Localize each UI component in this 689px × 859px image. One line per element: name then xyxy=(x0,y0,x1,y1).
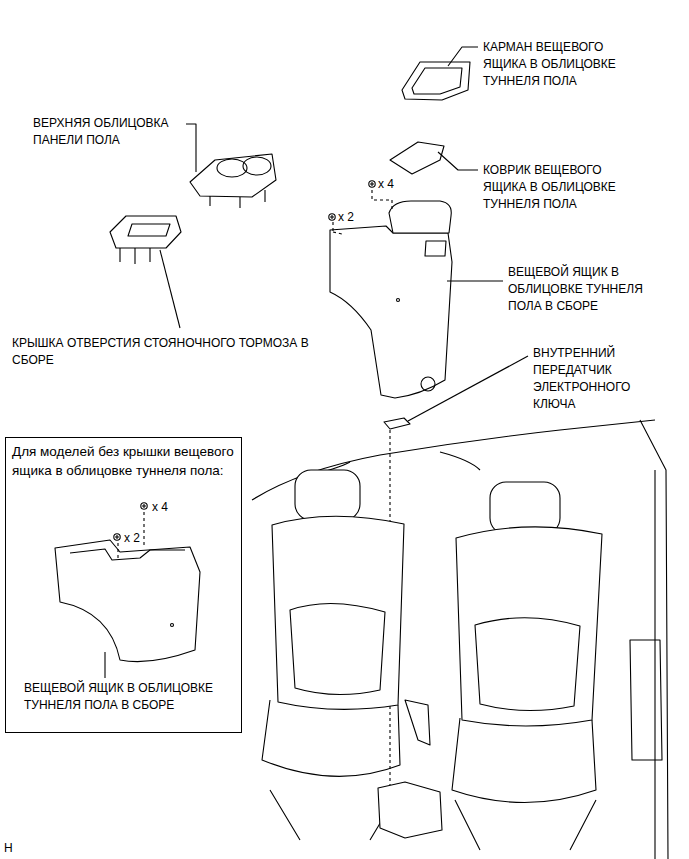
cupholder xyxy=(217,159,247,177)
leader-line xyxy=(447,280,503,281)
seat-back xyxy=(272,516,404,709)
leader-line xyxy=(448,47,478,66)
note-box: Для моделей без крышки вещевого ящика в … xyxy=(5,437,242,733)
console-body xyxy=(55,540,200,662)
brake-cover-slot xyxy=(128,224,170,236)
quantity-label: x 4 xyxy=(378,176,418,193)
pocket-part xyxy=(402,62,470,100)
console-hole xyxy=(397,299,400,302)
screw-icon xyxy=(141,503,147,509)
leader-line xyxy=(186,124,196,172)
figure-letter: H xyxy=(4,840,24,857)
cupholder xyxy=(243,157,271,175)
mat-part xyxy=(390,142,444,174)
console-slot xyxy=(425,241,446,256)
part-label: КОВРИК ВЕЩЕВОГО ЯЩИКА В ОБЛИЦОВКЕ ТУННЕЛ… xyxy=(483,162,643,213)
dash-line xyxy=(333,190,392,234)
console-inner xyxy=(70,549,185,560)
headrest xyxy=(490,482,560,534)
screw-icon xyxy=(114,534,120,540)
trim-legs xyxy=(210,190,265,208)
quantity-label: x 4 xyxy=(152,499,192,516)
transmitter-part xyxy=(384,418,410,429)
console-body xyxy=(330,226,452,398)
console-armrest xyxy=(389,201,451,233)
screw-icon xyxy=(329,214,335,220)
console-lock xyxy=(421,377,435,391)
leader-line xyxy=(408,356,528,421)
console-hole xyxy=(171,624,174,627)
seat-cushion xyxy=(452,718,596,803)
part-label: ВЕЩЕВОЙ ЯЩИК В ОБЛИЦОВКЕ ТУННЕЛЯ ПОЛА В … xyxy=(508,264,668,315)
upper-trim-part xyxy=(190,154,276,197)
quantity-label: x 2 xyxy=(124,530,164,547)
pocket-inner xyxy=(412,68,462,94)
quantity-label: x 2 xyxy=(338,209,378,226)
seat-cushion xyxy=(262,700,400,776)
brake-cover-part xyxy=(110,216,181,248)
part-label: КАРМАН ВЕЩЕВОГО ЯЩИКА В ОБЛИЦОВКЕ ТУННЕЛ… xyxy=(483,39,643,90)
part-label: ВНУТРЕННИЙ ПЕРЕДАТЧИК ЭЛЕКТРОННОГО КЛЮЧА xyxy=(533,345,653,413)
seat-pocket xyxy=(290,603,385,694)
seat-pocket xyxy=(475,618,580,711)
leader-line xyxy=(438,152,478,170)
part-label: ВЕЩЕВОЙ ЯЩИК В ОБЛИЦОВКЕ ТУННЕЛЯ ПОЛА В … xyxy=(24,680,236,714)
note-heading: Для моделей без крышки вещевого ящика в … xyxy=(12,442,234,480)
door xyxy=(630,640,662,760)
cover-legs xyxy=(120,248,150,264)
seat-back xyxy=(456,527,602,726)
leader-line xyxy=(104,652,105,678)
screw-icon xyxy=(369,181,375,187)
headrest xyxy=(295,470,360,520)
seat-belt xyxy=(405,700,430,745)
part-label: КРЫШКА ОТВЕРСТИЯ СТОЯНОЧНОГО ТОРМОЗА В С… xyxy=(12,335,342,369)
floor-box xyxy=(378,782,442,838)
leader-line xyxy=(160,250,180,328)
part-label: ВЕРХНЯЯ ОБЛИЦОВКА ПАНЕЛИ ПОЛА xyxy=(33,115,183,149)
